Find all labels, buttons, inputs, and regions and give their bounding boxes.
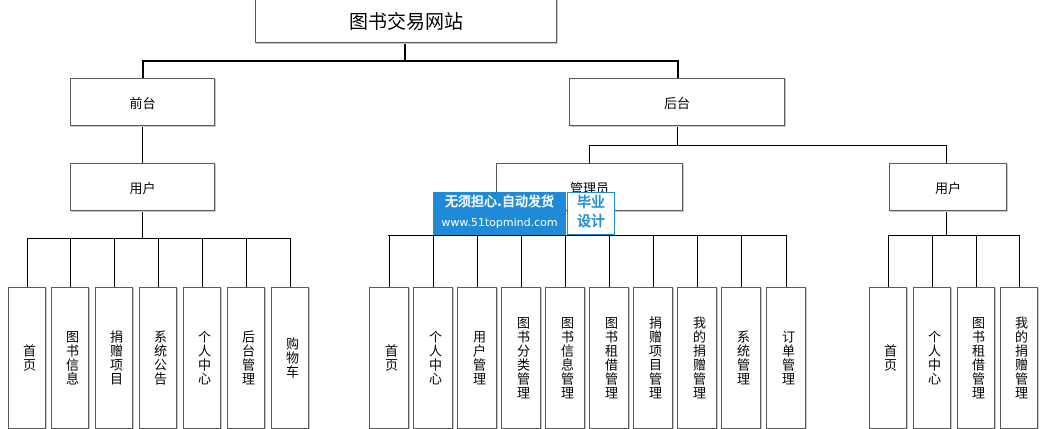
admin-leaf-label: 首页 (382, 344, 397, 372)
connector-line (290, 238, 291, 287)
back-user-leaf-node: 首页 (869, 287, 907, 429)
connector-line (404, 43, 406, 60)
root-node: 图书交易网站 (255, 0, 557, 43)
connector-line (521, 235, 522, 287)
front-user-leaf-label: 捐赠项目 (107, 330, 122, 386)
front-node: 前台 (70, 78, 215, 126)
back-user-leaf-label: 个人中心 (925, 330, 940, 386)
admin-leaf-label: 系统管理 (734, 330, 749, 386)
connector-line (741, 235, 742, 287)
connector-line (589, 145, 947, 146)
front-node-label: 前台 (129, 96, 156, 112)
back-user-node-label: 用户 (934, 181, 961, 197)
front-user-leaf-node: 系统公告 (139, 287, 177, 429)
admin-leaf-node: 系统管理 (721, 287, 761, 429)
admin-leaf-node: 订单管理 (766, 287, 806, 429)
front-user-leaf-node: 后台管理 (227, 287, 265, 429)
connector-line (609, 235, 610, 287)
back-user-leaf-node: 个人中心 (913, 287, 951, 429)
watermark-banner: 无须担心.自动发货 www.51topmind.com (433, 192, 566, 235)
front-user-leaf-node: 图书信息 (51, 287, 89, 429)
admin-leaf-label: 个人中心 (426, 330, 441, 386)
connector-line (27, 238, 28, 287)
connector-line (142, 126, 143, 163)
connector-line (697, 235, 698, 287)
back-user-leaf-label: 图书租借管理 (969, 316, 984, 400)
front-user-leaf-node: 购物车 (271, 287, 309, 429)
connector-line (70, 238, 71, 287)
admin-leaf-label: 图书分类管理 (514, 316, 529, 400)
connector-line (202, 238, 203, 287)
root-node-label: 图书交易网站 (348, 11, 463, 33)
watermark-line2: www.51topmind.com (441, 216, 558, 229)
back-node-label: 后台 (663, 96, 690, 112)
connector-line (677, 60, 679, 78)
connector-line (142, 211, 143, 239)
connector-line (677, 126, 678, 146)
front-user-leaf-label: 首页 (20, 344, 35, 372)
admin-leaf-label: 图书信息管理 (558, 316, 573, 400)
front-user-leaf-label: 购物车 (283, 337, 298, 379)
admin-leaf-node: 个人中心 (413, 287, 453, 429)
connector-line (389, 235, 390, 287)
admin-leaf-label: 图书租借管理 (602, 316, 617, 400)
admin-leaf-node: 图书租借管理 (589, 287, 629, 429)
back-user-leaf-node: 图书租借管理 (957, 287, 995, 429)
front-user-leaf-label: 后台管理 (239, 330, 254, 386)
connector-line (1019, 235, 1020, 287)
front-user-leaf-node: 首页 (8, 287, 46, 429)
front-user-node-label: 用户 (129, 181, 156, 197)
connector-line (246, 238, 247, 287)
admin-leaf-node: 图书分类管理 (501, 287, 541, 429)
back-node: 后台 (569, 78, 785, 126)
connector-line (946, 211, 947, 235)
front-user-node: 用户 (70, 163, 215, 211)
connector-line (114, 238, 115, 287)
admin-leaf-label: 用户管理 (470, 330, 485, 386)
front-user-leaf-node: 个人中心 (183, 287, 221, 429)
back-user-leaf-label: 首页 (881, 344, 896, 372)
watermark-badge-line1: 毕业 (577, 195, 605, 211)
admin-leaf-node: 我的捐赠管理 (677, 287, 717, 429)
admin-leaf-label: 我的捐赠管理 (690, 316, 705, 400)
back-user-leaf-label: 我的捐赠管理 (1012, 316, 1027, 400)
connector-line (932, 235, 933, 287)
watermark-badge: 毕业 设计 (567, 192, 615, 235)
connector-line (786, 235, 787, 287)
watermark-line1: 无须担心.自动发货 (445, 195, 554, 210)
connector-line (653, 235, 654, 287)
connector-line (888, 235, 889, 287)
front-user-leaf-label: 个人中心 (195, 330, 210, 386)
back-user-leaf-node: 我的捐赠管理 (1000, 287, 1038, 429)
connector-line (565, 235, 566, 287)
connector-line (589, 145, 590, 163)
connector-line (946, 145, 947, 163)
connector-line (158, 238, 159, 287)
connector-line (888, 235, 1020, 236)
front-user-leaf-node: 捐赠项目 (95, 287, 133, 429)
front-user-leaf-label: 图书信息 (63, 330, 78, 386)
admin-leaf-label: 订单管理 (779, 330, 794, 386)
admin-leaf-node: 捐赠项目管理 (633, 287, 673, 429)
admin-leaf-label: 捐赠项目管理 (646, 316, 661, 400)
admin-leaf-node: 首页 (369, 287, 409, 429)
admin-leaf-node: 图书信息管理 (545, 287, 585, 429)
connector-line (976, 235, 977, 287)
connector-line (433, 235, 434, 287)
back-user-node: 用户 (889, 163, 1007, 211)
connector-line (477, 235, 478, 287)
watermark-badge-line2: 设计 (577, 214, 605, 230)
connector-line (142, 60, 144, 78)
admin-leaf-node: 用户管理 (457, 287, 497, 429)
front-user-leaf-label: 系统公告 (151, 330, 166, 386)
connector-line (142, 60, 679, 62)
connector-line (388, 235, 787, 236)
connector-line (27, 238, 291, 239)
